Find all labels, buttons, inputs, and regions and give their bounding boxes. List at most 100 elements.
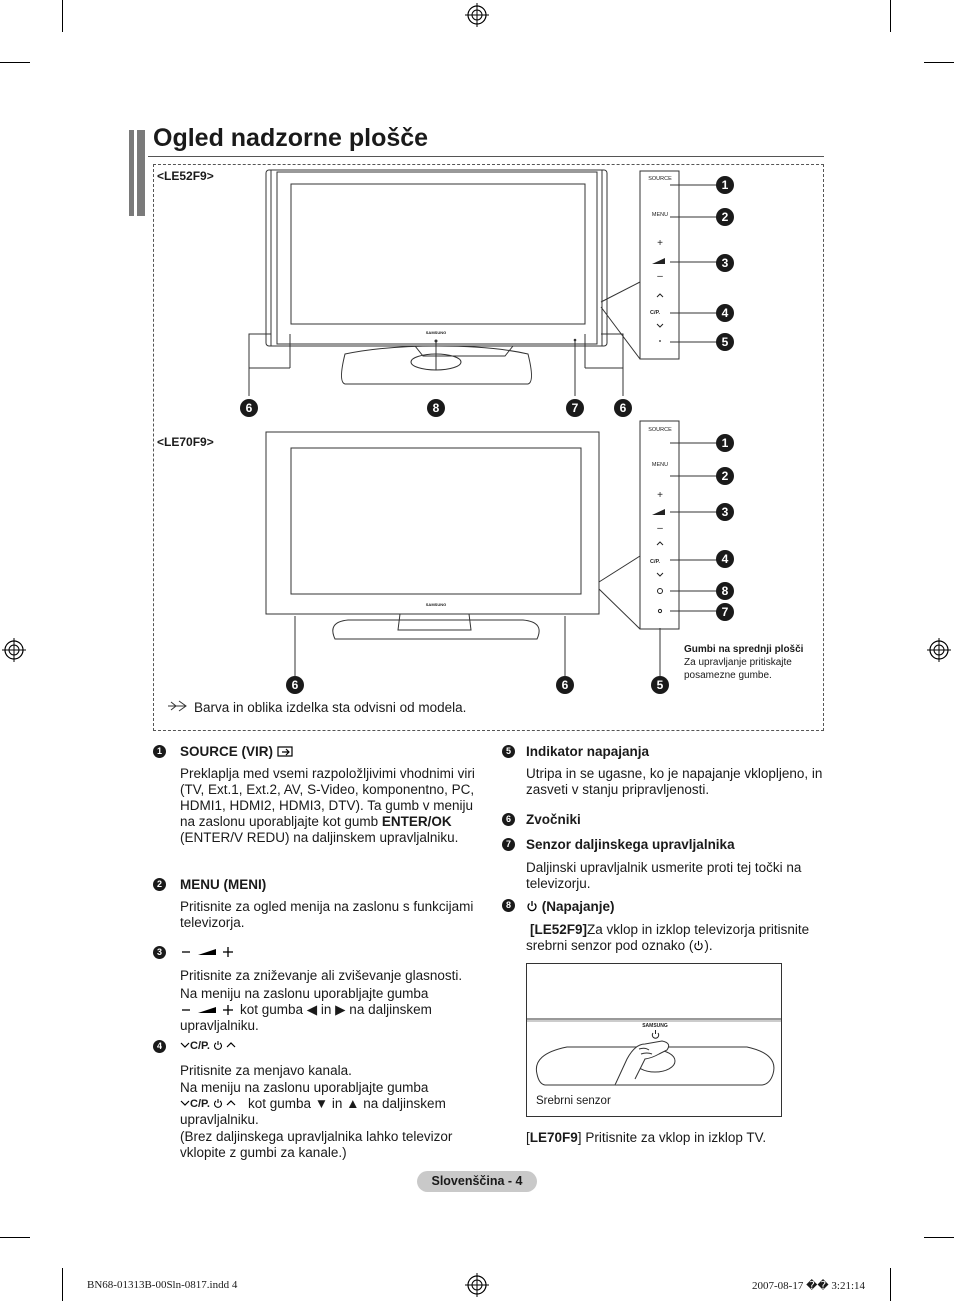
panel-minus-label: – xyxy=(657,523,663,534)
power-icon xyxy=(527,901,537,912)
panel-menu-label: MENU xyxy=(652,212,668,218)
source-icon xyxy=(277,746,293,757)
item-5-body: Utripa in se ugasne, ko je napajanje vkl… xyxy=(526,766,823,797)
page-title: Ogled nadzorne plošče xyxy=(153,124,429,152)
callout-6: 6 xyxy=(286,676,304,694)
item-4-body-a: Pritisnite za menjavo kanala. xyxy=(180,1063,352,1078)
callout-1: 1 xyxy=(716,434,734,452)
item-number: 8 xyxy=(502,899,515,912)
callout-7: 7 xyxy=(716,603,734,621)
registration-mark-icon xyxy=(927,638,951,662)
volume-icon xyxy=(652,509,665,515)
callout-6: 6 xyxy=(240,399,258,417)
callout-5: 5 xyxy=(716,333,734,351)
item-title: Indikator napajanja xyxy=(526,744,650,759)
volume-icon xyxy=(652,258,665,264)
registration-mark-icon xyxy=(465,1273,489,1297)
chevron-down-icon xyxy=(180,1042,190,1048)
callout-6: 6 xyxy=(614,399,632,417)
power-icon xyxy=(651,1030,660,1039)
crop-mark xyxy=(924,62,954,63)
item-4-body-b: Na meniju na zaslonu uporabljajte gumba xyxy=(180,1080,429,1095)
callout-6: 6 xyxy=(556,676,574,694)
item-7-body: Daljinski upravljalnik usmerite proti te… xyxy=(526,860,802,891)
volume-buttons-icon xyxy=(182,1005,233,1015)
note-arrow-icon xyxy=(168,700,187,712)
title-accent-bar xyxy=(129,130,145,216)
callout-2: 2 xyxy=(716,467,734,485)
model-note: Barva in oblika izdelka sta odvisni od m… xyxy=(194,700,467,715)
item-number: 5 xyxy=(502,745,515,758)
front-panel-note-body: Za upravljanje pritiskajte posamezne gum… xyxy=(684,657,792,681)
front-panel-note: Gumbi na sprednji plošči Za upravljanje … xyxy=(684,643,814,682)
tv-diagram: SAMSUNG SAMSUNG SOURCE MENU + – C/P. SOU… xyxy=(248,169,718,676)
panel-minus-label: – xyxy=(657,271,663,282)
chevron-down-icon xyxy=(656,323,664,328)
item-3-body-a: Pritisnite za zniževanje ali zviševanje … xyxy=(180,968,463,983)
cp-label: C/P. xyxy=(190,1040,210,1052)
crop-mark xyxy=(62,1268,63,1301)
panel-plus-label: + xyxy=(657,490,663,501)
channel-buttons-label: C/P. xyxy=(180,1040,236,1052)
channel-buttons-label: C/P. xyxy=(180,1098,236,1110)
panel-cp-label: C/P. xyxy=(650,310,660,316)
source-title: SOURCE (VIR) xyxy=(180,744,274,759)
callout-8: 8 xyxy=(716,582,734,600)
model-label-le70f9: <LE70F9> xyxy=(157,435,214,449)
le52-body: Za vklop in izklop televizorja pritisnit… xyxy=(526,922,810,953)
item-1-body-bold: ENTER/OK xyxy=(381,814,452,829)
item-8-le70-body: [LE70F9] Pritisnite za vklop in izklop T… xyxy=(526,1130,767,1145)
item-title: (Napajanje) xyxy=(526,899,615,915)
callout-5: 5 xyxy=(651,676,669,694)
item-2-body: Pritisnite za ogled menija na zaslonu s … xyxy=(180,899,474,930)
callout-8: 8 xyxy=(427,399,445,417)
page-footer: Slovenščina - 4 xyxy=(417,1171,537,1192)
crop-mark xyxy=(0,62,30,63)
power-icon xyxy=(214,1099,223,1108)
item-number: 6 xyxy=(502,813,515,826)
chevron-up-icon xyxy=(656,541,664,546)
volume-buttons-icon xyxy=(182,947,233,957)
item-number: 4 xyxy=(153,1040,166,1053)
title-rule xyxy=(148,156,824,157)
tv-brand-label: SAMSUNG xyxy=(426,330,446,335)
chevron-down-icon xyxy=(180,1100,190,1106)
item-1-body: Preklaplja med vsemi razpoložljivimi vho… xyxy=(180,766,490,846)
panel-menu-label: MENU xyxy=(652,462,668,468)
power-icon xyxy=(694,940,704,951)
item-3-body-c: kot gumba ◀ in ▶ na daljinskem upravljal… xyxy=(180,1002,432,1033)
callout-7: 7 xyxy=(566,399,584,417)
crop-mark xyxy=(0,1237,30,1238)
slug-right: 2007-08-17 �� 3:21:14 xyxy=(752,1280,865,1292)
item-4-body-d: (Brez daljinskega upravljalnika lahko te… xyxy=(180,1129,453,1160)
le52-label: [LE52F9] xyxy=(530,922,588,937)
model-label-le52f9: <LE52F9> xyxy=(157,169,214,183)
slug-left: BN68-01313B-00Sln-0817.indd 4 xyxy=(87,1279,238,1291)
crop-mark xyxy=(890,0,891,32)
callout-4: 4 xyxy=(716,304,734,322)
sensor-illustration: SAMSUNG Srebrni senzor xyxy=(526,963,782,1117)
crop-mark xyxy=(924,1237,954,1238)
item-title: SOURCE (VIR) xyxy=(180,744,295,760)
callout-1: 1 xyxy=(716,176,734,194)
tv-brand-label: SAMSUNG xyxy=(426,602,446,607)
item-3-body-b: Na meniju na zaslonu uporabljajte gumba xyxy=(180,986,429,1001)
item-number: 7 xyxy=(502,838,515,851)
item-number: 2 xyxy=(153,878,166,891)
registration-mark-icon xyxy=(465,3,489,27)
callout-3: 3 xyxy=(716,503,734,521)
item-title: Zvočniki xyxy=(526,812,581,827)
callout-3: 3 xyxy=(716,254,734,272)
power-icon xyxy=(214,1041,223,1050)
panel-plus-label: + xyxy=(657,238,663,249)
front-panel-note-title: Gumbi na sprednji plošči xyxy=(684,644,804,655)
item-4-body-c: kot gumba ▼ in ▲ na daljinskem upravljal… xyxy=(180,1096,446,1127)
item-title: Senzor daljinskega upravljalnika xyxy=(526,837,735,852)
item-title: MENU (MENI) xyxy=(180,877,267,892)
cp-label: C/P. xyxy=(190,1098,210,1110)
panel-source-label: SOURCE xyxy=(648,176,672,182)
le52-end: ). xyxy=(704,938,713,953)
callout-4: 4 xyxy=(716,550,734,568)
item-8-le52-body: [LE52F9]Za vklop in izklop televizorja p… xyxy=(526,922,826,954)
sensor-caption: Srebrni senzor xyxy=(536,1095,611,1107)
